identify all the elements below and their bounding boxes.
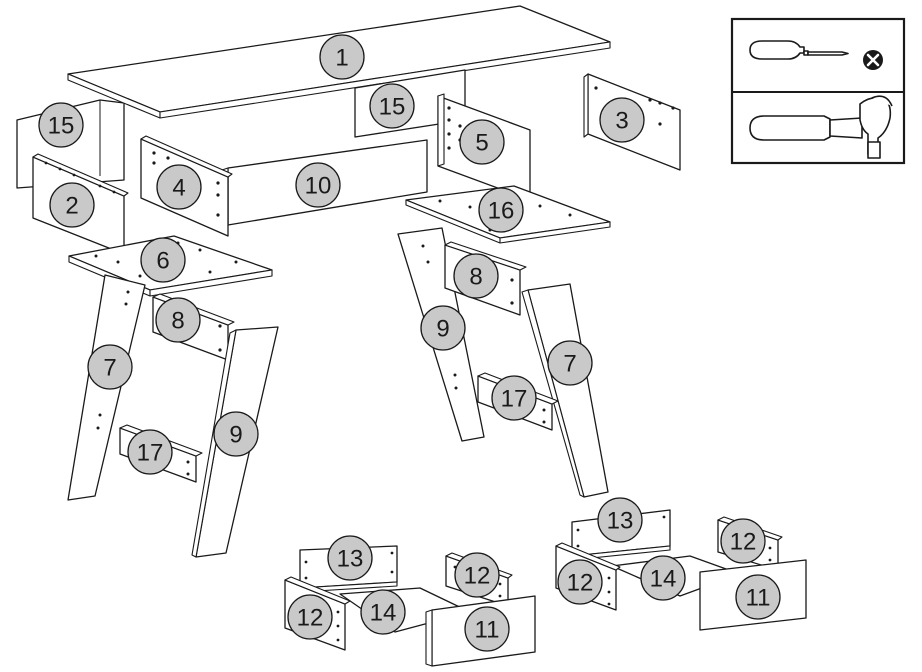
badge-circle bbox=[127, 429, 173, 475]
part-badge-part-13a: 13 bbox=[327, 535, 373, 581]
part-number-label: 12 bbox=[464, 563, 491, 590]
part-badge-part-4: 4 bbox=[156, 164, 202, 210]
part-badge-part-8b: 8 bbox=[453, 253, 499, 299]
part-badge-part-11b: 11 bbox=[735, 574, 781, 620]
part-number-label: 14 bbox=[650, 566, 677, 593]
part-number-label: 9 bbox=[436, 316, 449, 343]
part-number-label: 12 bbox=[567, 570, 594, 597]
badge-circle bbox=[453, 253, 499, 299]
part-badge-part-15b: 15 bbox=[369, 83, 415, 129]
badge-circle bbox=[213, 411, 259, 457]
part-number-label: 11 bbox=[746, 585, 771, 612]
part-badge-part-12a: 12 bbox=[287, 594, 333, 640]
part-number-label: 13 bbox=[607, 508, 634, 535]
part-badge-part-9b: 9 bbox=[213, 411, 259, 457]
part-number-label: 15 bbox=[48, 113, 75, 140]
badge-circle bbox=[140, 237, 186, 283]
part-badge-part-17b: 17 bbox=[491, 375, 537, 421]
part-badge-part-6: 6 bbox=[140, 237, 186, 283]
badge-circle bbox=[640, 555, 686, 601]
part-number-label: 1 bbox=[335, 45, 348, 72]
part-number-label: 2 bbox=[65, 193, 78, 220]
part-badge-part-9a: 9 bbox=[420, 305, 466, 351]
part-number-label: 12 bbox=[297, 605, 324, 632]
part-number-label: 6 bbox=[156, 248, 169, 275]
not-allowed-icon bbox=[863, 50, 883, 70]
badge-circle bbox=[735, 574, 781, 620]
part-badge-part-12d: 12 bbox=[720, 518, 766, 564]
part-number-label: 9 bbox=[229, 422, 242, 449]
part-badge-part-11a: 11 bbox=[464, 606, 510, 652]
badge-circle bbox=[597, 497, 643, 543]
badge-circle bbox=[155, 297, 201, 343]
part-number-label: 15 bbox=[379, 94, 406, 121]
part-number-label: 17 bbox=[501, 386, 528, 413]
hammer-icon bbox=[749, 95, 893, 159]
part-number-label: 11 bbox=[475, 617, 500, 644]
part-number-label: 17 bbox=[137, 440, 164, 467]
part-badge-part-7b: 7 bbox=[547, 340, 593, 386]
badge-circle bbox=[599, 97, 645, 143]
part-number-label: 4 bbox=[172, 175, 185, 202]
badge-circle bbox=[369, 83, 415, 129]
part-number-label: 12 bbox=[730, 529, 757, 556]
badge-circle bbox=[420, 305, 466, 351]
part-badge-part-14a: 14 bbox=[360, 589, 406, 635]
part-badge-part-15a: 15 bbox=[38, 102, 84, 148]
part-badge-part-3: 3 bbox=[599, 97, 645, 143]
part-number-label: 3 bbox=[615, 108, 628, 135]
badge-circle bbox=[87, 344, 133, 390]
part-badge-part-1: 1 bbox=[319, 34, 365, 80]
part-badge-part-13b: 13 bbox=[597, 497, 643, 543]
badge-circle bbox=[478, 187, 524, 233]
part-badge-part-7a: 7 bbox=[87, 344, 133, 390]
badge-circle bbox=[547, 340, 593, 386]
part-badge-part-12b: 12 bbox=[454, 552, 500, 598]
part-number-label: 5 bbox=[475, 130, 488, 157]
part-badge-part-12c: 12 bbox=[557, 559, 603, 605]
badge-circle bbox=[464, 606, 510, 652]
part-badge-part-2: 2 bbox=[49, 182, 95, 228]
part-badge-part-17a: 17 bbox=[127, 429, 173, 475]
part-number-label: 8 bbox=[469, 264, 482, 291]
leg-7-right bbox=[521, 283, 609, 498]
badge-circle bbox=[454, 552, 500, 598]
part-number-label: 7 bbox=[563, 351, 576, 378]
screwdriver-icon bbox=[749, 40, 849, 60]
badge-circle bbox=[720, 518, 766, 564]
badge-circle bbox=[327, 535, 373, 581]
part-badge-part-8a: 8 bbox=[155, 297, 201, 343]
part-number-label: 10 bbox=[305, 173, 332, 200]
part-number-label: 14 bbox=[370, 600, 397, 627]
badge-circle bbox=[156, 164, 202, 210]
part-badge-part-10: 10 bbox=[295, 162, 341, 208]
badge-circle bbox=[38, 102, 84, 148]
part-badge-part-14b: 14 bbox=[640, 555, 686, 601]
part-number-label: 7 bbox=[103, 355, 116, 382]
part-badge-part-5: 5 bbox=[459, 119, 505, 165]
part-badge-part-16: 16 bbox=[478, 187, 524, 233]
badge-circle bbox=[491, 375, 537, 421]
badge-circle bbox=[319, 34, 365, 80]
tools-panel bbox=[730, 17, 906, 165]
badge-circle bbox=[287, 594, 333, 640]
badge-circle bbox=[459, 119, 505, 165]
part-number-label: 16 bbox=[488, 198, 515, 225]
badge-circle bbox=[49, 182, 95, 228]
part-number-label: 8 bbox=[171, 308, 184, 335]
part-number-label: 13 bbox=[337, 546, 364, 573]
badge-circle bbox=[360, 589, 406, 635]
badge-circle bbox=[557, 559, 603, 605]
badge-circle bbox=[295, 162, 341, 208]
